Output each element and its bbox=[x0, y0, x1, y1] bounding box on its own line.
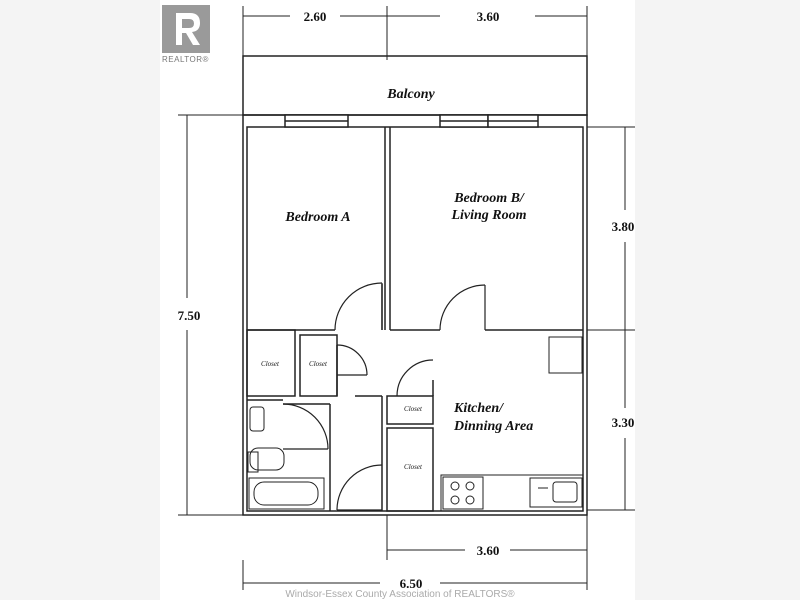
dimension-lines bbox=[178, 6, 635, 590]
sink-icon bbox=[529, 477, 583, 508]
footer-attribution: Windsor-Essex County Association of REAL… bbox=[285, 589, 515, 600]
kitchen-label-line1: Kitchen/ bbox=[453, 401, 504, 416]
toilet-icon bbox=[249, 406, 265, 432]
dim-right-lower: 3.30 bbox=[612, 415, 635, 430]
closet-label-3: Closet bbox=[404, 405, 423, 413]
dim-top-left: 2.60 bbox=[304, 9, 327, 24]
dim-top-right: 3.60 bbox=[477, 9, 500, 24]
closet-label-1: Closet bbox=[261, 360, 280, 368]
realtor-logo: REALTOR® bbox=[162, 5, 212, 65]
fridge-icon bbox=[548, 336, 583, 374]
kitchen-label-line2: Dinning Area bbox=[453, 419, 533, 434]
walls bbox=[242, 55, 588, 516]
door-swings bbox=[282, 282, 486, 511]
left-margin-shade bbox=[0, 0, 160, 600]
stove-icon bbox=[442, 476, 484, 510]
bedroom-b-label-line2: Living Room bbox=[450, 208, 526, 223]
bedroom-b-label-line1: Bedroom B/ bbox=[453, 191, 525, 206]
dim-right-upper: 3.80 bbox=[612, 219, 635, 234]
dim-left-height: 7.50 bbox=[178, 308, 201, 323]
closet-label-2: Closet bbox=[309, 360, 328, 368]
balcony-label: Balcony bbox=[386, 87, 435, 102]
bedroom-a-label: Bedroom A bbox=[284, 210, 350, 225]
closet-label-4: Closet bbox=[404, 463, 423, 471]
bathtub-icon bbox=[248, 477, 325, 510]
realtor-caption: REALTOR® bbox=[162, 55, 209, 64]
right-margin-shade bbox=[635, 0, 800, 600]
dim-bottom-kitchen: 3.60 bbox=[477, 543, 500, 558]
realtor-r-icon bbox=[162, 5, 210, 53]
dim-bottom-total: 6.50 bbox=[400, 576, 423, 591]
fixtures bbox=[247, 336, 584, 512]
